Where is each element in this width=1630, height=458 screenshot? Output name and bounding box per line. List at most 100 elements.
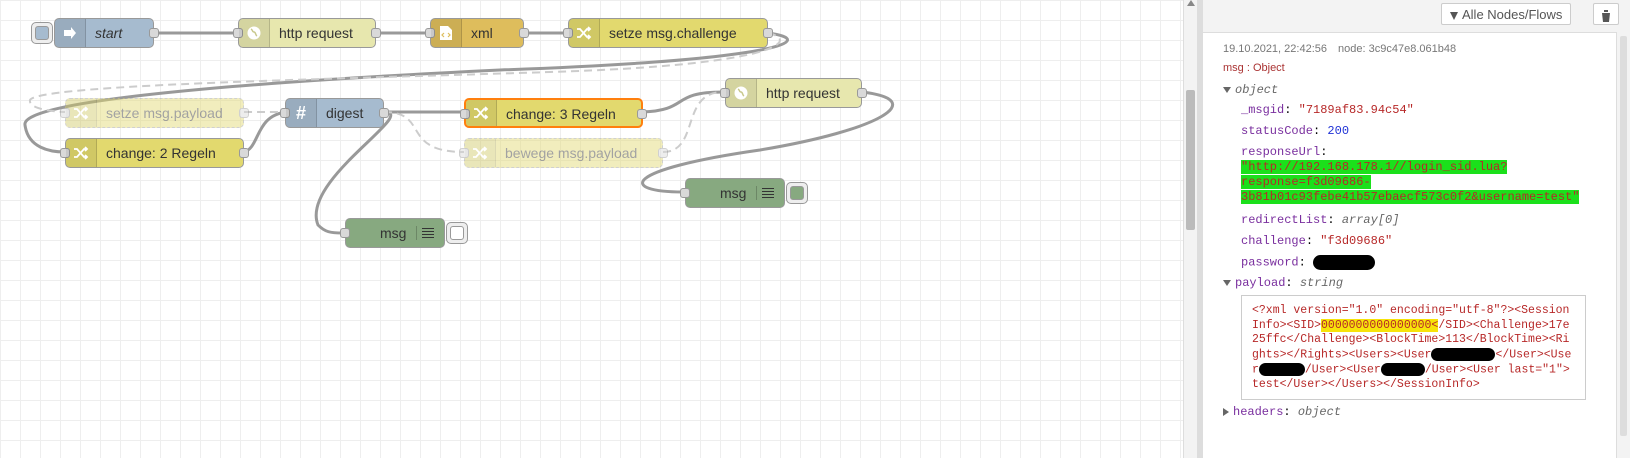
node-debug-msg[interactable]: msg — [680, 178, 808, 208]
debug-toggle-button[interactable] — [786, 182, 808, 204]
scroll-up-icon[interactable] — [1187, 0, 1195, 6]
output-port[interactable] — [379, 108, 389, 118]
prop-responseurl[interactable]: responseUrl: — [1241, 145, 1328, 159]
prop-payload[interactable]: payload: string — [1223, 276, 1343, 290]
output-port[interactable] — [763, 28, 773, 38]
url-line: response=f3d09686- — [1241, 175, 1371, 189]
input-port[interactable] — [680, 188, 690, 198]
output-port[interactable] — [857, 88, 867, 98]
input-port[interactable] — [233, 28, 243, 38]
debug-toolbar: Alle Nodes/Flows — [1203, 0, 1630, 30]
prop-statuscode[interactable]: statusCode: 200 — [1241, 124, 1350, 138]
payload-part: <?xml version="1.0" encoding="utf-8"?><S… — [1252, 304, 1570, 332]
prop-type: string — [1299, 276, 1344, 290]
debug-sidebar: Alle Nodes/Flows 19.10.2021, 22:42:56 no… — [1197, 0, 1630, 458]
redaction-mark — [1380, 362, 1425, 376]
shuffle-icon — [66, 99, 97, 127]
node-debug-msg-2[interactable]: msg — [340, 218, 468, 248]
node-start[interactable]: start — [31, 18, 159, 48]
globe-icon — [239, 19, 270, 47]
payload-part: /SID><Challenge>17e25ffc</Challenge><Blo… — [1252, 318, 1570, 362]
debug-toggle-button[interactable] — [446, 222, 468, 244]
filter-button[interactable]: Alle Nodes/Flows — [1441, 3, 1572, 25]
message-topic: msg : Object — [1223, 62, 1285, 74]
filter-icon — [1450, 11, 1458, 20]
output-port[interactable] — [637, 109, 647, 119]
payload-part: /User><User — [1304, 363, 1381, 377]
list-icon — [416, 226, 434, 240]
node-label: bewege msg.payload — [505, 145, 638, 161]
prop-key: _msgid — [1241, 103, 1285, 117]
output-port[interactable] — [239, 108, 249, 118]
prop-key: password — [1241, 255, 1299, 270]
input-port[interactable] — [340, 228, 350, 238]
caret-down-icon — [1223, 86, 1231, 93]
prop-redirectlist[interactable]: redirectList: array[0] — [1241, 213, 1400, 227]
prop-key: headers — [1233, 405, 1284, 419]
prop-password[interactable]: password: — [1241, 255, 1376, 270]
message-meta: 19.10.2021, 22:42:56 node: 3c9c47e8.061b… — [1223, 43, 1464, 55]
prop-value: array[0] — [1341, 213, 1400, 227]
prop-value: 200 — [1327, 124, 1350, 138]
redaction-mark — [1258, 362, 1305, 376]
list-icon — [756, 186, 774, 200]
node-digest[interactable]: # digest — [280, 98, 389, 128]
globe-icon — [726, 79, 757, 107]
payload-value-box[interactable]: <?xml version="1.0" encoding="utf-8"?><S… — [1241, 295, 1586, 400]
prop-key: statusCode — [1241, 124, 1314, 138]
prop-challenge[interactable]: challenge: "f3d09686" — [1241, 234, 1393, 248]
output-port[interactable] — [371, 28, 381, 38]
hash-icon: # — [286, 99, 317, 127]
node-setze-msg-payload[interactable]: setze msg.payload — [60, 98, 249, 128]
node-change-3-regeln[interactable]: change: 3 Regeln — [460, 98, 647, 128]
debug-message-list[interactable]: 19.10.2021, 22:42:56 node: 3c9c47e8.061b… — [1203, 32, 1616, 458]
input-port[interactable] — [460, 109, 470, 119]
output-port[interactable] — [149, 28, 159, 38]
input-port[interactable] — [425, 28, 435, 38]
flow-canvas[interactable]: start http request xml setze msg.challen… — [0, 0, 1183, 458]
payload-part: /User><User last="1">test</User></Users>… — [1252, 363, 1570, 391]
output-port[interactable] — [239, 148, 249, 158]
flow-wires — [23, 31, 895, 235]
input-port[interactable] — [563, 28, 573, 38]
shuffle-icon — [466, 100, 497, 126]
output-port[interactable] — [658, 148, 668, 158]
object-toggle[interactable]: object — [1223, 82, 1278, 97]
payload-part: </User><User — [1252, 348, 1572, 377]
inject-button[interactable] — [31, 22, 53, 44]
node-label: xml — [471, 25, 493, 41]
shuffle-icon — [465, 139, 496, 167]
prop-value: "7189af83.94c54" — [1298, 103, 1414, 117]
scrollbar-thumb[interactable] — [1186, 90, 1195, 230]
output-port[interactable] — [519, 28, 529, 38]
node-http-request[interactable]: http request — [233, 18, 381, 48]
node-xml[interactable]: xml — [425, 18, 529, 48]
caret-right-icon — [1223, 407, 1229, 416]
prop-key: redirectList — [1241, 213, 1328, 227]
caret-down-icon — [1223, 279, 1231, 286]
input-port[interactable] — [60, 108, 70, 118]
clear-messages-button[interactable] — [1593, 3, 1619, 25]
node-bewege-msg-payload[interactable]: bewege msg.payload — [459, 138, 668, 168]
input-port[interactable] — [459, 148, 469, 158]
node-label: start — [95, 25, 123, 41]
shuffle-icon — [66, 139, 97, 167]
debug-scrollbar[interactable] — [1616, 32, 1630, 458]
prop-msgid[interactable]: _msgid: "7189af83.94c54" — [1241, 103, 1414, 117]
responseurl-value: "http://192.168.178.1//login_sid.lua? re… — [1241, 160, 1580, 205]
prop-headers[interactable]: headers: object — [1223, 405, 1341, 419]
input-port[interactable] — [280, 108, 290, 118]
node-setze-msg-challenge[interactable]: setze msg.challenge — [563, 18, 773, 48]
node-label: http request — [766, 85, 840, 101]
input-port[interactable] — [720, 88, 730, 98]
message-node-id[interactable]: node: 3c9c47e8.061b48 — [1338, 43, 1457, 55]
input-port[interactable] — [60, 148, 70, 158]
redaction-mark — [1431, 347, 1496, 361]
canvas-scrollbar[interactable] — [1183, 0, 1197, 458]
shuffle-icon — [569, 19, 600, 47]
node-change-2-regeln[interactable]: change: 2 Regeln — [60, 138, 249, 168]
node-http-request-2[interactable]: http request — [720, 78, 867, 108]
scrollbar-thumb[interactable] — [1620, 36, 1627, 436]
redaction-mark — [1313, 255, 1376, 270]
prop-value: "f3d09686" — [1320, 234, 1393, 248]
